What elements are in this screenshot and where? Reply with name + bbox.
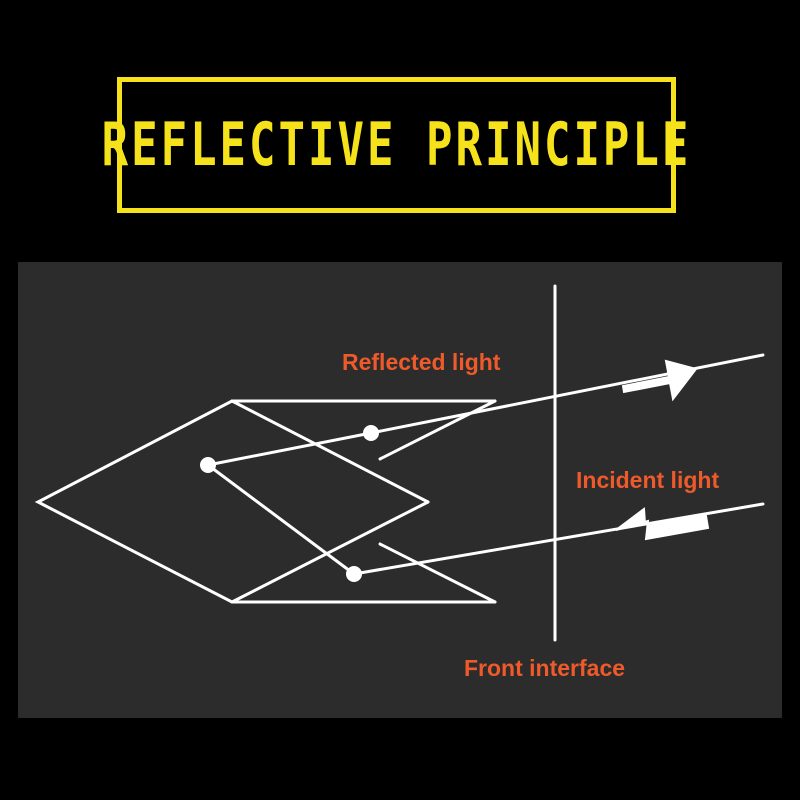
diagram-title: REFLECTIVE PRINCIPLE — [101, 110, 692, 180]
incident-light-label: Incident light — [576, 467, 720, 493]
prism-facet-top — [378, 399, 497, 461]
prism-inner-edge-bottom — [230, 500, 430, 604]
prism-inner-edge-top — [230, 399, 430, 504]
reflected-arrow — [621, 359, 698, 402]
incident-arrow — [615, 507, 710, 541]
title-frame: REFLECTIVE PRINCIPLE — [102, 77, 688, 213]
prism-outline — [34, 399, 497, 604]
prism-facet-bottom — [378, 542, 497, 604]
reflected-light-label: Reflected light — [342, 349, 501, 375]
reflection-point-3 — [346, 566, 362, 582]
incident-light-ray — [352, 502, 765, 576]
reflection-point-1 — [200, 457, 216, 473]
internal-reflection-ray — [206, 463, 356, 576]
reflection-diagram — [34, 284, 765, 642]
front-interface-label: Front interface — [464, 655, 626, 681]
reflection-point-2 — [363, 425, 379, 441]
diagram-panel: Reflected light Incident light Front int… — [18, 262, 782, 718]
